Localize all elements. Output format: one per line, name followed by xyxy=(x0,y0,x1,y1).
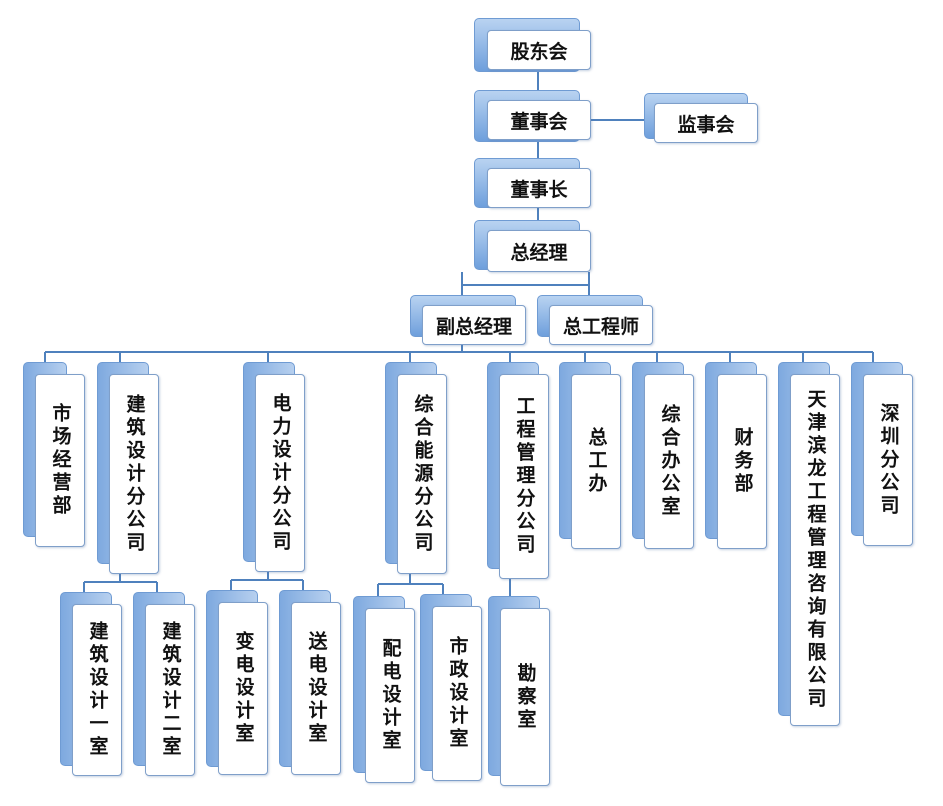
node-board: 董事会 xyxy=(487,100,591,140)
node-market-dept: 市场经营部 xyxy=(35,374,85,547)
node-architecture-branch-label: 建筑设计分公司 xyxy=(123,393,146,555)
node-admin-office-label: 综合办公室 xyxy=(658,404,681,519)
node-survey-room-label: 勘察室 xyxy=(514,662,537,732)
node-finance-dept: 财务部 xyxy=(717,374,767,549)
node-municipal-room: 市政设计室 xyxy=(432,606,482,781)
node-market-dept-label: 市场经营部 xyxy=(49,403,72,518)
node-chief-engineer-label: 总工程师 xyxy=(562,315,639,338)
node-tianjin-binlong-label: 天津滨龙工程管理咨询有限公司 xyxy=(804,389,827,711)
node-arch-room-1: 建筑设计一室 xyxy=(72,604,122,776)
node-shareholders-label: 股东会 xyxy=(510,40,568,63)
node-engineering-branch: 工程管理分公司 xyxy=(499,374,549,579)
node-tianjin-binlong: 天津滨龙工程管理咨询有限公司 xyxy=(790,374,840,726)
node-finance-dept-label: 财务部 xyxy=(731,427,754,496)
node-shareholders: 股东会 xyxy=(487,30,591,70)
node-board-label: 董事会 xyxy=(510,110,568,133)
node-energy-branch-label: 综合能源分公司 xyxy=(411,393,434,555)
node-shenzhen-branch-label: 深圳分公司 xyxy=(877,402,900,518)
node-distribution-room-label: 配电设计室 xyxy=(379,638,402,753)
node-arch-room-2: 建筑设计二室 xyxy=(145,604,195,776)
node-substation-room: 变电设计室 xyxy=(218,602,268,775)
node-chief-office: 总工办 xyxy=(571,374,621,549)
node-chief-office-label: 总工办 xyxy=(585,427,608,496)
node-general-manager-label: 总经理 xyxy=(510,241,568,264)
node-distribution-room: 配电设计室 xyxy=(365,608,415,783)
node-transmission-room: 送电设计室 xyxy=(291,602,341,775)
node-electric-branch: 电力设计分公司 xyxy=(255,374,305,572)
node-chairman-label: 董事长 xyxy=(510,178,568,201)
node-municipal-room-label: 市政设计室 xyxy=(446,636,469,751)
node-substation-room-label: 变电设计室 xyxy=(232,631,255,746)
node-energy-branch: 综合能源分公司 xyxy=(397,374,447,574)
node-survey-room: 勘察室 xyxy=(500,608,550,786)
node-deputy-gm: 副总经理 xyxy=(422,305,526,345)
node-deputy-gm-label: 副总经理 xyxy=(435,315,512,338)
node-arch-room-2-label: 建筑设计二室 xyxy=(159,621,182,759)
node-architecture-branch: 建筑设计分公司 xyxy=(109,374,159,574)
node-shenzhen-branch: 深圳分公司 xyxy=(863,374,913,546)
node-chief-engineer: 总工程师 xyxy=(549,305,653,345)
node-transmission-room-label: 送电设计室 xyxy=(305,631,328,746)
node-supervisors-label: 监事会 xyxy=(677,113,735,136)
node-admin-office: 综合办公室 xyxy=(644,374,694,549)
node-arch-room-1-label: 建筑设计一室 xyxy=(86,621,109,759)
node-supervisors: 监事会 xyxy=(654,103,758,143)
node-engineering-branch-label: 工程管理分公司 xyxy=(513,396,536,557)
node-general-manager: 总经理 xyxy=(487,230,591,272)
node-chairman: 董事长 xyxy=(487,168,591,208)
node-electric-branch-label: 电力设计分公司 xyxy=(269,392,292,554)
